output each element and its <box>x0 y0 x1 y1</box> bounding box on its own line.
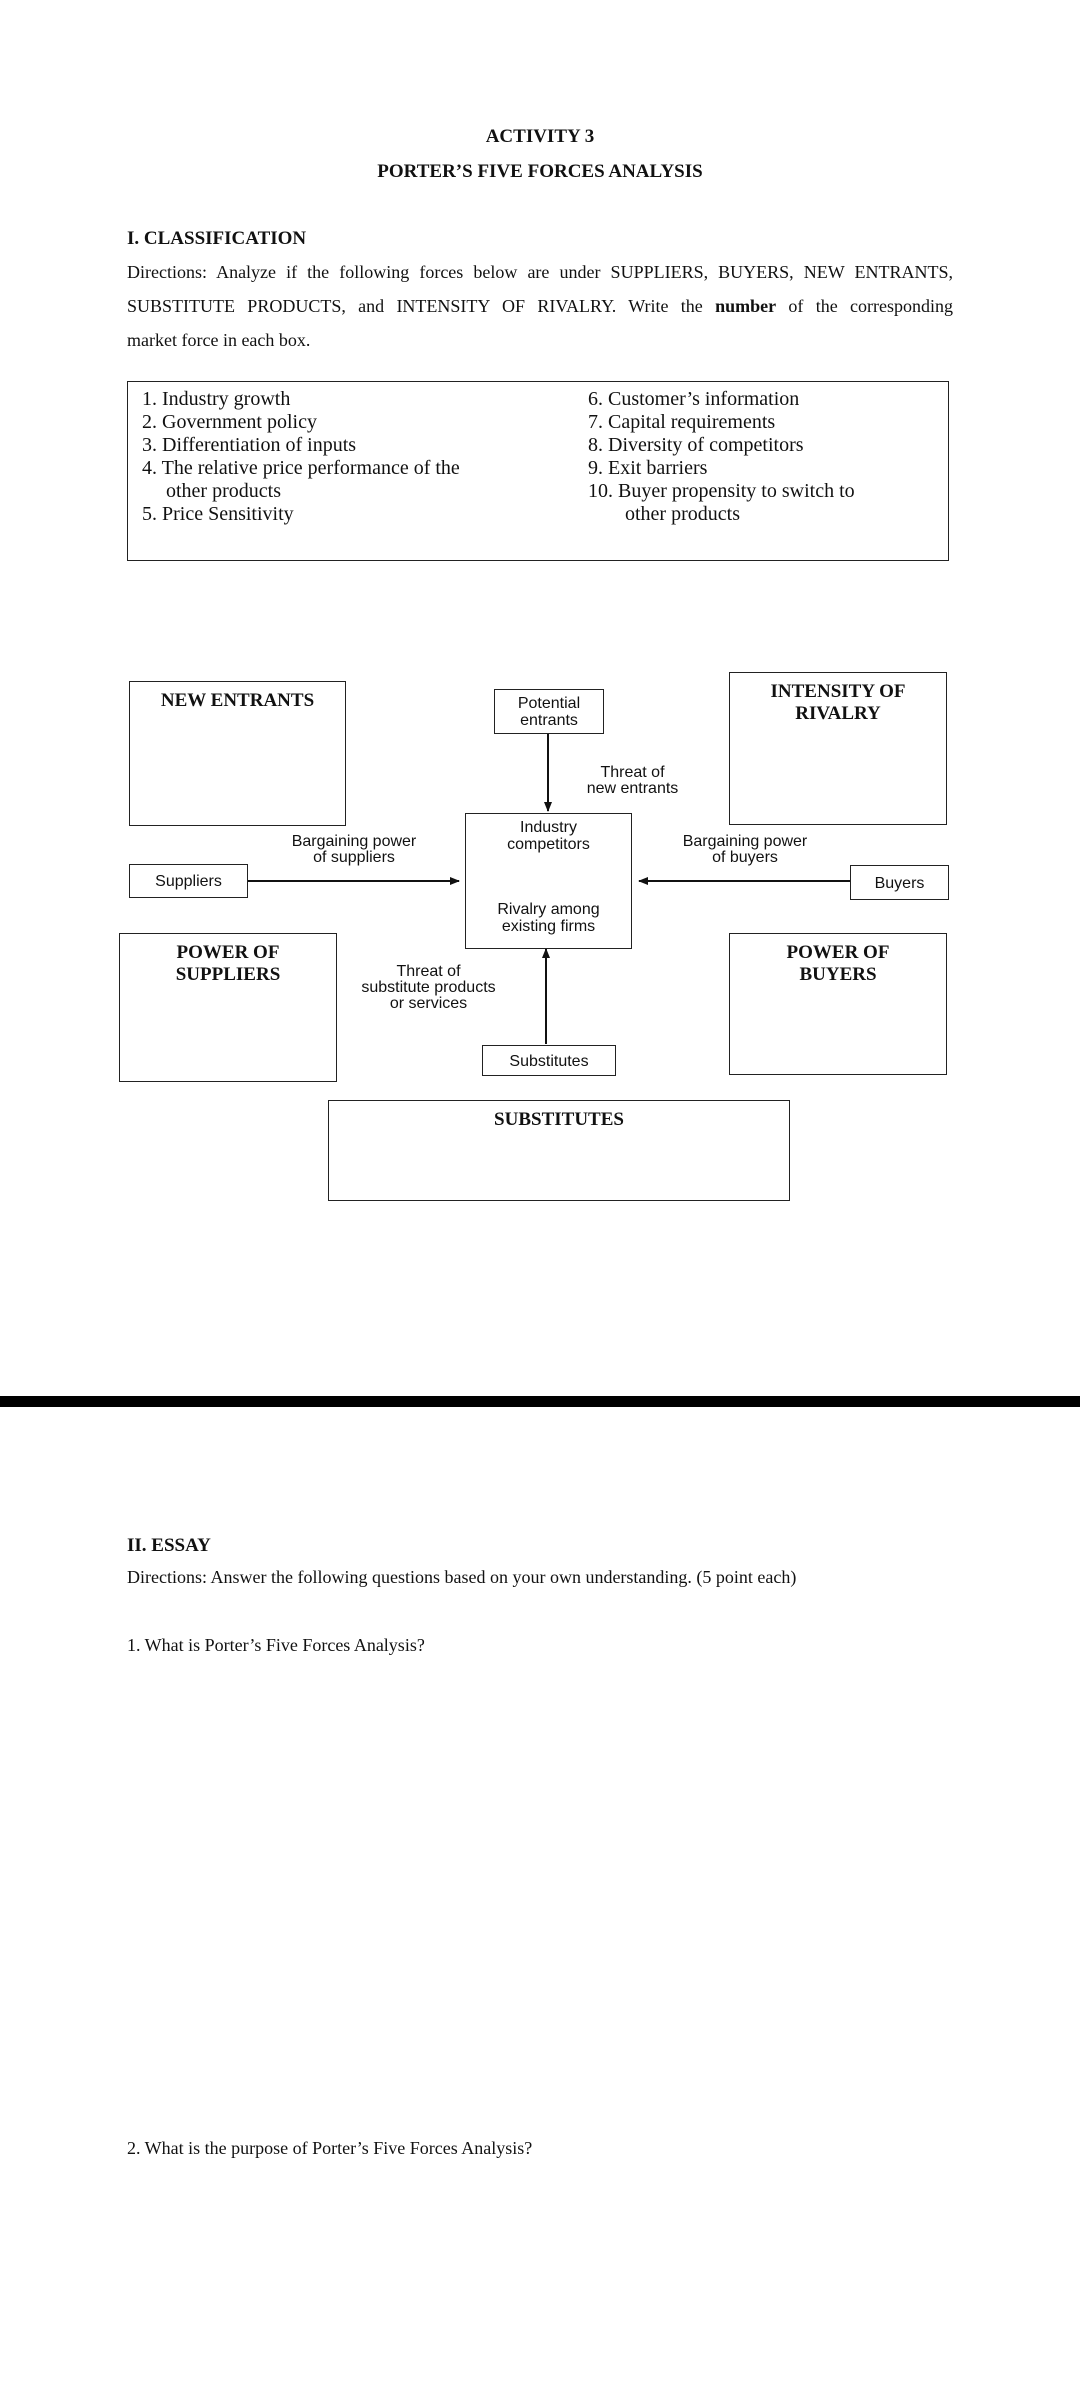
list-item: 4. The relative price performance of the <box>142 457 460 479</box>
threat-new-text-1: Threat of <box>600 764 665 781</box>
forces-list-right: 6. Customer’s information 7. Capital req… <box>588 388 855 526</box>
bp-suppliers-text-1: Bargaining power <box>291 833 417 850</box>
threat-sub-text-2: substitute products <box>361 979 496 996</box>
industry-text-2: competitors <box>507 836 590 853</box>
directions-line-3: market force in each box. <box>127 330 311 350</box>
potential-entrants-box: Potential entrants <box>494 689 604 734</box>
industry-competitors-box: Industry competitors Rivalry among exist… <box>465 813 632 949</box>
bp-buyers-text-2: of buyers <box>712 849 778 866</box>
threat-sub-text-1: Threat of <box>396 963 461 980</box>
power-buyers-label-2: BUYERS <box>799 964 877 985</box>
rivalry-text-2: existing firms <box>501 918 596 935</box>
potential-entrants-text-1: Potential <box>517 695 581 712</box>
bargaining-suppliers-label: Bargaining power of suppliers <box>259 834 449 866</box>
new-entrants-box: NEW ENTRANTS <box>129 681 346 826</box>
substitutes-small-box: Substitutes <box>482 1045 616 1076</box>
new-entrants-label: NEW ENTRANTS <box>160 690 315 711</box>
power-of-suppliers-box: POWER OF SUPPLIERS <box>119 933 337 1082</box>
directions-line-2: SUBSTITUTE PRODUCTS, and INTENSITY OF RI… <box>127 289 953 323</box>
list-item: 3. Differentiation of inputs <box>142 434 357 456</box>
essay-directions: Directions: Answer the following questio… <box>127 1567 797 1587</box>
power-buyers-label-1: POWER OF <box>786 942 890 963</box>
classification-directions: Directions: Analyze if the following for… <box>127 255 953 357</box>
substitutes-small-text: Substitutes <box>509 1053 589 1070</box>
classification-heading: I. CLASSIFICATION <box>127 228 307 249</box>
rivalry-label-1: INTENSITY OF <box>770 681 906 702</box>
list-item: 9. Exit barriers <box>588 457 708 479</box>
potential-entrants-text-2: entrants <box>520 712 578 729</box>
directions-bold: number <box>715 296 777 316</box>
page-title: PORTER’S FIVE FORCES ANALYSIS <box>377 161 703 182</box>
list-item: 2. Government policy <box>142 411 317 433</box>
power-suppliers-label-1: POWER OF <box>176 942 280 963</box>
rivalry-label-2: RIVALRY <box>795 703 881 724</box>
bp-buyers-text-1: Bargaining power <box>682 833 808 850</box>
power-suppliers-label-2: SUPPLIERS <box>175 964 281 985</box>
buyers-box: Buyers <box>850 865 949 900</box>
bp-suppliers-text-2: of suppliers <box>313 849 395 866</box>
suppliers-box: Suppliers <box>129 864 248 898</box>
list-item: 8. Diversity of competitors <box>588 434 804 456</box>
page-divider <box>0 1396 1080 1407</box>
threat-sub-text-3: or services <box>389 995 468 1012</box>
essay-question-2: 2. What is the purpose of Porter’s Five … <box>127 2138 533 2158</box>
essay-question-1: 1. What is Porter’s Five Forces Analysis… <box>127 1635 425 1655</box>
five-forces-diagram: NEW ENTRANTS INTENSITY OF RIVALRY POWER … <box>0 660 1080 1220</box>
buyers-text: Buyers <box>874 875 925 892</box>
directions-text: SUBSTITUTE PRODUCTS, and INTENSITY OF RI… <box>127 296 716 316</box>
threat-new-entrants-label: Threat of new entrants <box>560 765 705 797</box>
list-item: 5. Price Sensitivity <box>142 503 294 525</box>
power-of-buyers-box: POWER OF BUYERS <box>729 933 947 1075</box>
rivalry-box: INTENSITY OF RIVALRY <box>729 672 947 825</box>
list-item: 10. Buyer propensity to switch to <box>588 480 855 502</box>
list-item: other products <box>166 480 281 502</box>
suppliers-text: Suppliers <box>155 873 222 890</box>
substitutes-label: SUBSTITUTES <box>494 1109 624 1130</box>
substitutes-box: SUBSTITUTES <box>328 1100 790 1201</box>
threat-new-text-2: new entrants <box>586 780 679 797</box>
list-item: 7. Capital requirements <box>588 411 776 433</box>
rivalry-text-1: Rivalry among <box>497 901 600 918</box>
activity-title: ACTIVITY 3 <box>485 126 595 147</box>
list-item: 1. Industry growth <box>142 388 291 410</box>
list-item: other products <box>625 503 740 525</box>
list-item: 6. Customer’s information <box>588 388 800 410</box>
forces-list-box: 1. Industry growth 2. Government policy … <box>127 381 949 561</box>
essay-heading: II. ESSAY <box>127 1535 211 1556</box>
threat-substitutes-label: Threat of substitute products or service… <box>336 964 521 1012</box>
directions-text: of the corresponding <box>776 296 953 316</box>
industry-text-1: Industry <box>520 819 577 836</box>
forces-list-left: 1. Industry growth 2. Government policy … <box>142 388 460 526</box>
directions-line-1: Directions: Analyze if the following for… <box>127 262 953 282</box>
bargaining-buyers-label: Bargaining power of buyers <box>650 834 840 866</box>
